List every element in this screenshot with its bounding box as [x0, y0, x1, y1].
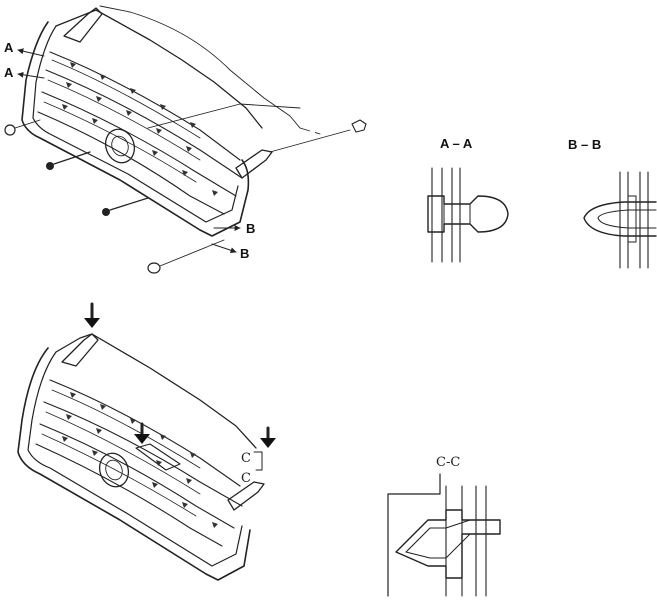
clip-bottom [147, 239, 225, 274]
callout-b-upper: B [246, 221, 255, 236]
callout-c-upper: C [241, 451, 251, 466]
lower-grille-view: C C [17, 302, 276, 581]
section-c-c: C-C [387, 455, 501, 597]
screw-left [46, 151, 91, 170]
callout-c-lower: C [241, 471, 251, 486]
push-arrow-center [134, 422, 150, 444]
upper-grille-view: A A B B [4, 5, 367, 274]
callout-a-lower: A [4, 65, 14, 80]
callout-a-upper: A [4, 40, 14, 55]
push-arrow-right [260, 426, 276, 448]
push-arrow-left [84, 302, 100, 328]
section-a-a-title: A – A [440, 136, 473, 151]
section-a-a: A – A [427, 136, 509, 263]
section-b-b-title: B – B [568, 137, 601, 152]
callout-b-lower: B [240, 246, 249, 261]
screw-center [102, 197, 149, 216]
section-c-c-title: C-C [436, 455, 460, 470]
section-b-b: B – B [568, 137, 657, 269]
clip-left-upper [4, 119, 41, 136]
